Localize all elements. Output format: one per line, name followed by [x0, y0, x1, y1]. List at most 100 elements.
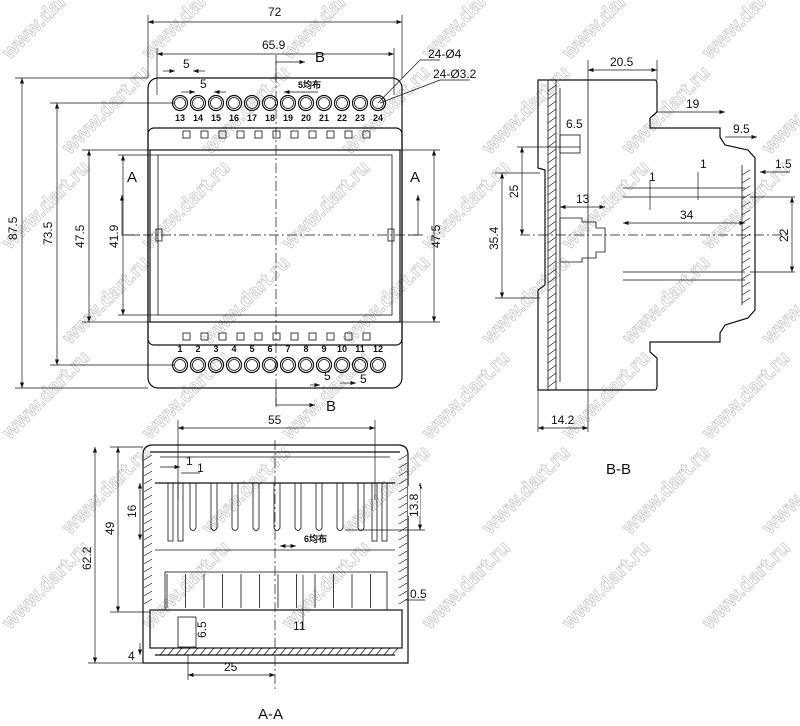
terminal-hole — [225, 356, 243, 374]
terminal-hole-inner — [228, 359, 240, 371]
dim-pitch-even: 5均布 — [298, 79, 321, 90]
fin — [294, 483, 302, 531]
dim-16: 16 — [125, 504, 139, 518]
terminal-number: 14 — [193, 113, 203, 123]
section-a-a: 55 49 62.2 16 13.8 1 1 6均布 0.5 6.5 11 4 … — [80, 413, 427, 723]
terminal-hole-inner — [336, 359, 348, 371]
section-b-b: 20.5 19 9.5 1.5 6.5 25 35.4 13 1 1 34 22… — [487, 55, 795, 478]
terminal-hole — [315, 94, 333, 112]
terminal-number: 7 — [285, 344, 290, 354]
terminal-number: 17 — [247, 113, 257, 123]
terminal-hole-inner — [318, 97, 330, 109]
section-mark-b-top: B — [315, 49, 325, 66]
dim-22: 22 — [777, 228, 791, 242]
terminal-slot — [290, 332, 299, 341]
terminal-slot — [272, 332, 281, 341]
dim-6-5: 6.5 — [195, 621, 209, 638]
dim-pitch-5-top-b: 5 — [200, 77, 207, 91]
terminal-number: 9 — [321, 344, 326, 354]
terminal-hole-inner — [174, 359, 186, 371]
watermark-text: www.dart.ru — [697, 537, 794, 634]
watermark-text: www.dart.ru — [697, 0, 794, 64]
terminal-hole — [369, 356, 387, 374]
watermark-text: www.dart.ru — [0, 0, 95, 64]
terminal-hole-inner — [282, 97, 294, 109]
terminal-hole — [207, 356, 225, 374]
terminal-number: 18 — [265, 113, 275, 123]
dim-pitch-5-bottom-a: 5 — [324, 369, 331, 383]
dim-height-87-5: 87.5 — [6, 216, 20, 240]
dim-fin-gap-1b: 1 — [197, 461, 204, 475]
dim-62-2: 62.2 — [80, 546, 94, 570]
watermark-text: www.dart.ru — [617, 62, 714, 159]
terminal-hole-inner — [336, 97, 348, 109]
dim-9-5: 9.5 — [733, 122, 750, 136]
wall-hatching — [143, 454, 408, 656]
watermark-text: www.dart.ru — [617, 252, 714, 349]
section-mark-a-right: A — [410, 169, 420, 186]
watermark-text: www.dart.ru — [137, 157, 234, 254]
terminal-number: 23 — [355, 113, 365, 123]
section-mark-b-bottom: B — [326, 398, 336, 415]
terminal-slot — [326, 130, 335, 139]
watermark-text: www.dart.ru — [0, 347, 95, 444]
dim-1b: 1 — [700, 157, 707, 171]
watermark-text: www.dart.ru — [417, 347, 514, 444]
terminal-hole-inner — [372, 359, 384, 371]
cooling-fins — [166, 482, 388, 608]
terminal-hole — [243, 94, 261, 112]
watermark-text: www.dart.ru — [557, 157, 654, 254]
fin — [231, 483, 239, 531]
terminal-slot — [272, 130, 281, 139]
terminal-hole-inner — [318, 359, 330, 371]
fin-edge — [381, 482, 388, 542]
latch-right — [387, 228, 395, 242]
watermark-text: www.dart.ru — [277, 537, 374, 634]
dim-window-41-9: 41.9 — [107, 224, 121, 248]
terminal-hole-inner — [264, 359, 276, 371]
dim-width-72: 72 — [268, 5, 282, 19]
dim-window-47-5-right: 47.5 — [429, 224, 443, 248]
dim-25: 25 — [224, 660, 238, 674]
watermark-text: www.dart.ru — [477, 442, 574, 539]
terminal-hole — [351, 94, 369, 112]
dim-13-8: 13.8 — [407, 493, 421, 517]
section-a-a-title: A-A — [258, 706, 283, 723]
terminal-slot — [290, 130, 299, 139]
hole-callout-4: 24-Ø4 — [428, 47, 462, 61]
terminal-hole-inner — [174, 97, 186, 109]
terminal-number: 12 — [373, 344, 383, 354]
fin — [273, 483, 281, 531]
terminal-hole-inner — [300, 97, 312, 109]
terminal-hole — [279, 94, 297, 112]
terminal-slot — [200, 332, 209, 341]
watermark-text: www.dart.ru — [57, 252, 154, 349]
terminal-number: 11 — [355, 344, 365, 354]
dim-55: 55 — [268, 413, 282, 427]
hole-callout-3-2: 24-Ø3.2 — [433, 67, 477, 81]
wall-hatching-bb — [547, 84, 751, 388]
dim-4: 4 — [128, 649, 135, 663]
terminal-slot — [308, 332, 317, 341]
terminal-number: 8 — [303, 344, 308, 354]
housing-middle-band — [147, 127, 403, 346]
dim-35-4: 35.4 — [487, 226, 501, 250]
dim-25-bb: 25 — [507, 184, 521, 198]
terminal-slot — [200, 130, 209, 139]
watermark-text: www.dart.ru — [557, 0, 654, 64]
fin — [315, 483, 323, 531]
terminal-hole-inner — [354, 97, 366, 109]
watermark-text: www.dart.ru — [57, 62, 154, 159]
watermark-text: www.dart.ru — [137, 0, 234, 64]
watermark-text: www.dart.ru — [277, 0, 374, 64]
fin — [336, 483, 344, 531]
dim-13: 13 — [576, 192, 590, 206]
watermark-text: www.dart.ru — [617, 442, 714, 539]
fin-edge — [167, 482, 174, 542]
dim-pin-span: 65.9 — [262, 38, 286, 52]
dim-window-47-5-left: 47.5 — [73, 224, 87, 248]
terminal-hole-inner — [228, 97, 240, 109]
